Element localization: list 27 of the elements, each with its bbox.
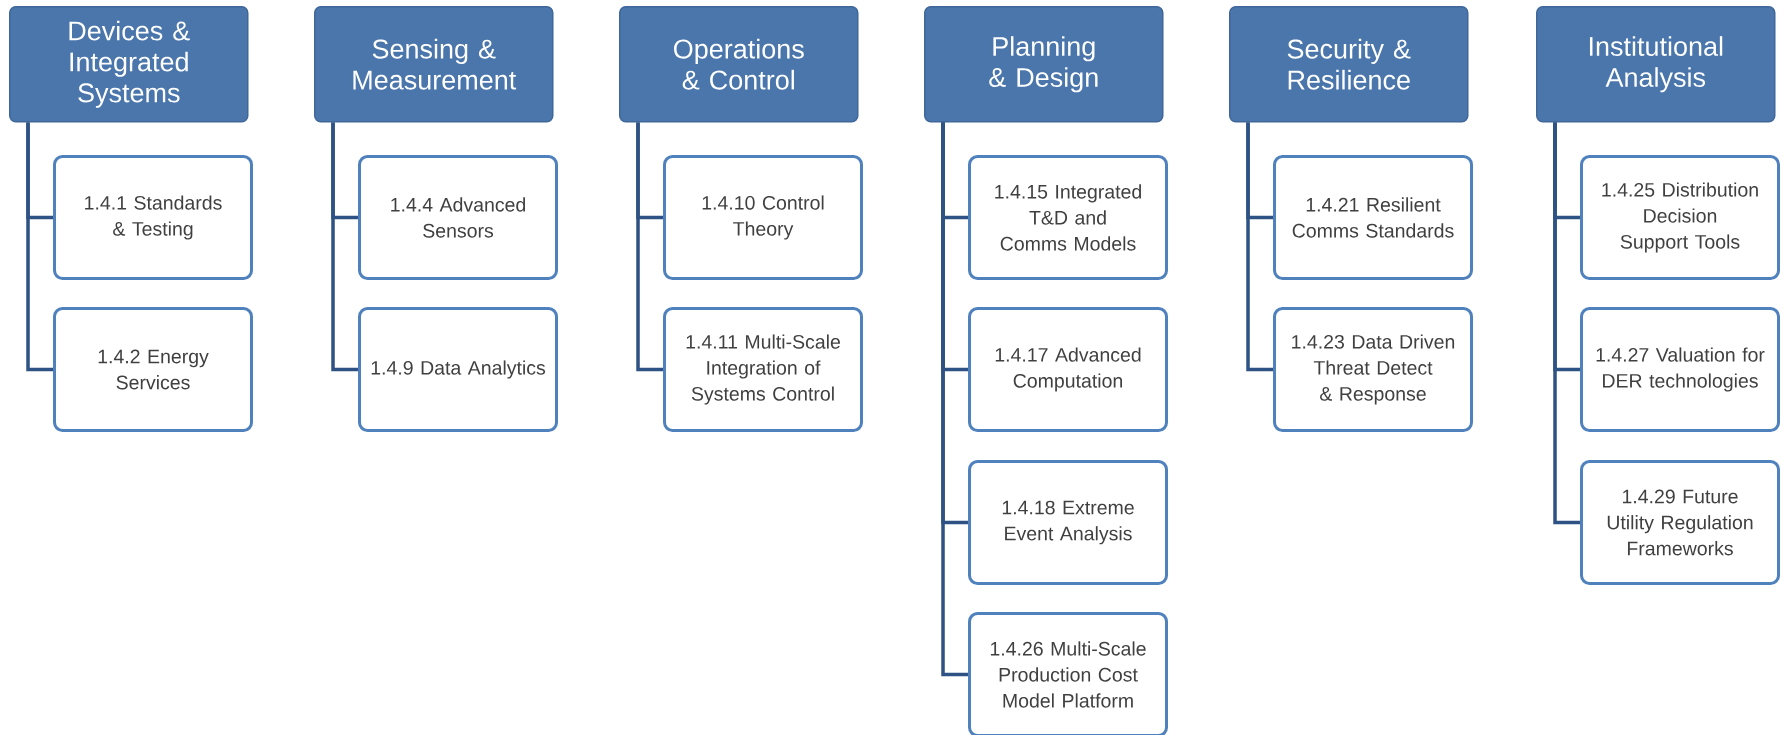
topic-box: 1.4.15 Integrated T&D and Comms Models [968, 155, 1168, 280]
topic-box: 1.4.4 Advanced Sensors [358, 155, 558, 280]
topic-box: 1.4.1 Standards & Testing [53, 155, 253, 280]
category-box: Devices & Integrated Systems [9, 6, 249, 123]
topic-box: 1.4.27 Valuation for DER technologies [1580, 307, 1780, 432]
topic-box: 1.4.21 Resilient Comms Standards [1273, 155, 1473, 280]
topic-box: 1.4.17 Advanced Computation [968, 307, 1168, 432]
connector-line [1553, 122, 1580, 525]
category-box: Operations & Control [619, 6, 859, 123]
topic-box: 1.4.29 Future Utility Regulation Frameworks [1580, 460, 1780, 585]
connector-line [26, 122, 53, 372]
category-box: Institutional Analysis [1536, 6, 1776, 123]
connector-line [331, 122, 358, 372]
category-box: Security & Resilience [1229, 6, 1469, 123]
connector-line [636, 122, 663, 372]
topic-box: 1.4.23 Data Driven Threat Detect & Response [1273, 307, 1473, 432]
topic-box: 1.4.11 Multi-Scale Integration of Systems Control [663, 307, 863, 432]
category-box: Planning & Design [924, 6, 1164, 123]
topic-box: 1.4.10 Control Theory [663, 155, 863, 280]
topic-box: 1.4.18 Extreme Event Analysis [968, 460, 1168, 585]
connector-line [941, 122, 968, 677]
topic-box: 1.4.2 Energy Services [53, 307, 253, 432]
connector-line [1246, 122, 1273, 372]
topic-box: 1.4.25 Distribution Decision Support Tools [1580, 155, 1780, 280]
topic-box: 1.4.26 Multi-Scale Production Cost Model Platform [968, 612, 1168, 735]
topic-box: 1.4.9 Data Analytics [358, 307, 558, 432]
category-box: Sensing & Measurement [314, 6, 554, 123]
